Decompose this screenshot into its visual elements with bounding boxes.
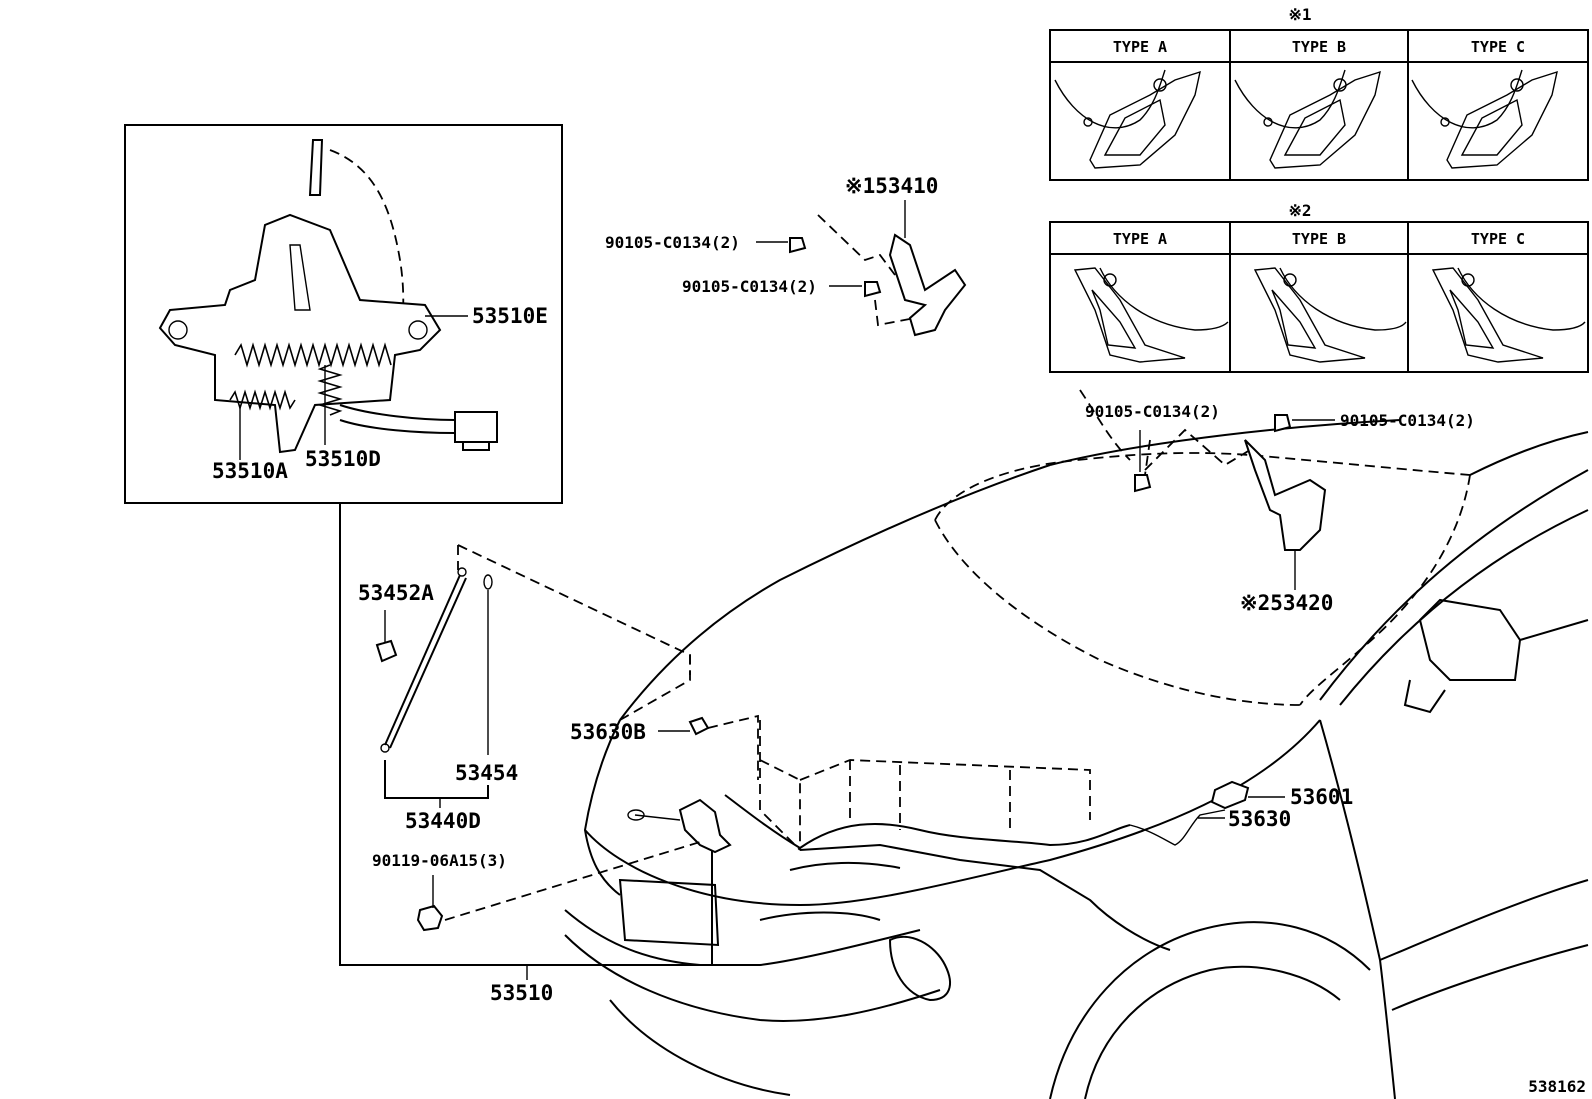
callout-53454: 53454	[455, 761, 518, 785]
hood-support-rod-53440D	[375, 544, 691, 808]
hinge-sketch-1c	[1411, 69, 1558, 169]
callout-53420: ※253420	[1240, 591, 1333, 615]
variant-table-1: ※1 TYPE A TYPE B TYPE C	[1049, 5, 1589, 181]
callout-53630: 53630	[1228, 807, 1291, 831]
callout-53510: 53510	[490, 981, 553, 1005]
variant-table-2-type-a: TYPE A	[1113, 230, 1167, 248]
callout-53630B: 53630B	[570, 720, 646, 744]
group-bracket-53510	[339, 503, 713, 966]
callout-53510A: 53510A	[212, 459, 288, 483]
variant-table-2-type-b: TYPE B	[1292, 230, 1346, 248]
variant-table-1-marker: ※1	[1288, 5, 1311, 24]
hinge-sketch-1b	[1234, 69, 1381, 169]
callout-53440D: 53440D	[405, 809, 481, 833]
figure-number: 538162	[1528, 1077, 1586, 1096]
hinge-sketch-2a	[1073, 267, 1229, 363]
variant-table-2: ※2 TYPE A TYPE B TYPE C	[1049, 201, 1589, 373]
callout-53410: ※153410	[845, 174, 938, 198]
variant-table-2-marker: ※2	[1288, 201, 1311, 220]
vehicle-body-outline	[564, 419, 1589, 1099]
variant-table-1-type-a: TYPE A	[1113, 38, 1167, 56]
hood-release-lever-53601	[1198, 780, 1285, 819]
callout-bolt-4: 90105-C0134(2)	[1340, 411, 1475, 430]
callout-53510E: 53510E	[472, 304, 548, 328]
callout-90119: 90119-06A15(3)	[372, 851, 507, 870]
callout-53510D: 53510D	[305, 447, 381, 471]
hood-lock-assembly	[416, 798, 732, 932]
variant-table-1-type-c: TYPE C	[1471, 38, 1525, 56]
hood-cable-clip-53630B	[658, 714, 759, 780]
hinge-sketch-2c	[1431, 267, 1586, 363]
callout-bolt-1: 90105-C0134(2)	[605, 233, 740, 252]
variant-table-1-type-b: TYPE B	[1292, 38, 1346, 56]
hinge-sketch-2b	[1253, 267, 1407, 363]
hood-hinge-53410	[756, 200, 967, 337]
callout-53601: 53601	[1290, 785, 1353, 809]
callout-bolt-3: 90105-C0134(2)	[1085, 402, 1220, 421]
hinge-sketch-1a	[1054, 69, 1201, 169]
callout-bolt-2: 90105-C0134(2)	[682, 277, 817, 296]
callout-53452A: 53452A	[358, 581, 434, 605]
hood-hinge-53420	[1079, 389, 1335, 590]
variant-table-2-type-c: TYPE C	[1471, 230, 1525, 248]
hood-lock-detail-inset	[124, 124, 563, 504]
